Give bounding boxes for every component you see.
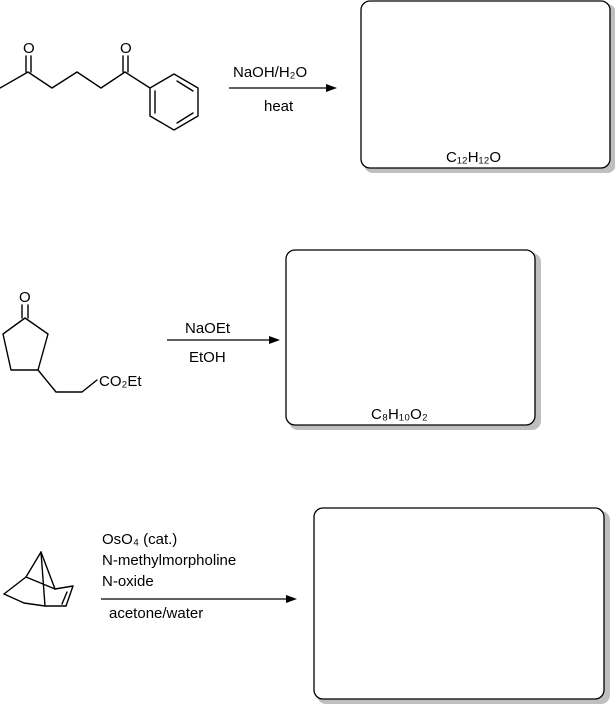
molecular-formula: C₈H₁₀O₂ (371, 406, 428, 423)
reagent-label: OsO₄ (cat.) (102, 531, 177, 548)
arrow-head (326, 84, 337, 92)
molecular-formula: C₁₂H₁₂O (446, 149, 501, 166)
reaction-2: O CO₂Et NaOEt EtOH C₈H₁₀O₂ (3, 250, 541, 430)
reagent-label: N-oxide (102, 573, 154, 590)
oxygen-label: O (120, 40, 132, 57)
reactant-1-structure: O O (0, 40, 198, 130)
reaction-3: OsO₄ (cat.) N-methylmorpholine N-oxide a… (4, 508, 610, 704)
reaction-1: O O NaOH/H₂O heat C₁₂H₁₂O (0, 1, 615, 173)
condition-label: EtOH (189, 349, 226, 366)
product-answer-box[interactable] (361, 1, 610, 168)
reactant-2-structure: O CO₂Et (3, 289, 142, 392)
product-answer-box[interactable] (286, 250, 535, 425)
product-answer-box[interactable] (314, 508, 604, 699)
arrow-head (269, 336, 280, 344)
condition-label: heat (264, 98, 294, 115)
oxygen-label: O (19, 289, 31, 306)
reactant-3-structure (4, 552, 73, 606)
condition-label: acetone/water (109, 605, 203, 622)
oxygen-label: O (23, 40, 35, 57)
reagent-label: NaOH/H₂O (233, 64, 307, 81)
reagent-label: NaOEt (185, 320, 231, 337)
reagent-label: N-methylmorpholine (102, 552, 236, 569)
arrow-head (286, 595, 297, 603)
ester-group-label: CO₂Et (99, 373, 142, 390)
